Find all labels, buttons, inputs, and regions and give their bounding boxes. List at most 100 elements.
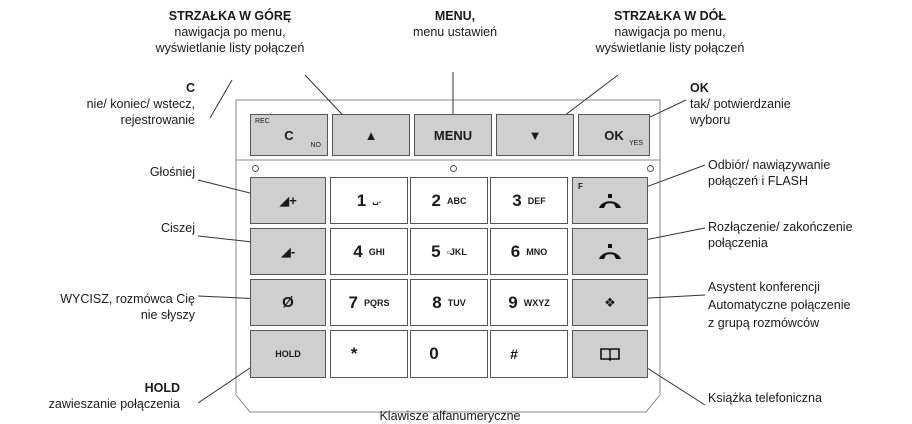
phonebook-icon [600, 348, 620, 361]
label-quieter-text: Ciszej [160, 221, 195, 235]
label-mute-text: WYCISZ, rozmówca Cię nie słyszy [60, 292, 195, 322]
conference-key[interactable]: ❖ [572, 279, 648, 326]
label-phonebook: Książka telefoniczna [708, 390, 908, 406]
c-key-label: C [284, 127, 294, 143]
menu-key[interactable]: MENU [414, 114, 492, 156]
label-conference: Asystent konferencji Automatyczne połącz… [708, 278, 908, 332]
label-ok: OK tak/ potwierdzanie wyboru [690, 80, 890, 128]
key-6-letters: MNO [526, 246, 548, 257]
key-5-digit: 5 [431, 241, 441, 261]
mute-key[interactable]: Ø [250, 279, 326, 326]
label-arrow-down-title: STRZAŁKA W DÓŁ [613, 9, 727, 23]
key-9-digit: 9 [508, 292, 518, 312]
conference-icon: ❖ [604, 294, 616, 310]
key-1-letters: ␣. [372, 195, 382, 205]
mute-icon: Ø [282, 294, 294, 311]
indicator-dot-right [647, 165, 654, 172]
flash-f-label: F [578, 182, 583, 191]
key-2-letters: ABC [446, 195, 467, 206]
label-arrow-down: STRZAŁKA W DÓŁ nawigacja po menu, wyświe… [565, 8, 775, 56]
key-2-digit: 2 [431, 190, 441, 210]
indicator-dot-left [252, 165, 259, 172]
arrow-down-icon: ▼ [528, 127, 542, 143]
key-6-digit: 6 [510, 241, 521, 261]
label-arrow-up: STRZAŁKA W GÓRĘ nawigacja po menu, wyświ… [140, 8, 320, 56]
key-7-digit: 7 [348, 292, 358, 312]
pickup-flash-key[interactable]: F [572, 177, 648, 224]
key-8-letters: TUV [447, 297, 466, 308]
label-conference-text: Asystent konferencji Automatyczne połącz… [708, 280, 851, 330]
hangup-key[interactable] [572, 228, 648, 275]
handset-pickup-icon [599, 193, 621, 208]
key-4-digit: 4 [353, 241, 363, 261]
key-star-symbol: * [350, 344, 358, 363]
menu-key-label: MENU [433, 127, 473, 143]
label-hangup-text: Rozłączenie/ zakończenie połączenia [708, 220, 853, 250]
handset-hangup-icon [599, 243, 621, 259]
hold-key-label: HOLD [275, 349, 301, 359]
phonebook-key[interactable] [572, 330, 648, 378]
label-phonebook-text: Książka telefoniczna [708, 391, 822, 405]
key-5[interactable]: 5 ▫JKL [410, 228, 488, 275]
ok-key[interactable]: OK YES [578, 114, 650, 156]
key-hash-symbol: # [510, 346, 518, 362]
label-louder-text: Głośniej [149, 165, 195, 179]
label-menu-desc: menu ustawień [412, 25, 498, 39]
arrow-up-icon: ▲ [364, 127, 378, 143]
label-pickup-text: Odbiór/ nawiązywanie połączeń i FLASH [708, 158, 831, 188]
key-9-letters: WXYZ [523, 297, 550, 308]
label-mute: WYCISZ, rozmówca Cię nie słyszy [10, 291, 195, 323]
key-4-letters: GHI [368, 246, 385, 257]
label-menu-title: MENU, [434, 9, 476, 23]
c-key-no-label: NO [310, 142, 322, 149]
key-0-digit: 0 [429, 344, 439, 363]
label-arrow-up-desc: nawigacja po menu, wyświetlanie listy po… [155, 25, 305, 55]
key-5-letters: ▫JKL [446, 246, 467, 257]
key-9[interactable]: 9 WXYZ [490, 279, 568, 326]
label-arrow-down-desc: nawigacja po menu, wyświetlanie listy po… [595, 25, 745, 55]
label-pickup: Odbiór/ nawiązywanie połączeń i FLASH [708, 157, 908, 189]
label-c: C nie/ koniec/ wstecz, rejestrowanie [20, 80, 195, 128]
key-7[interactable]: 7 PQRS [330, 279, 408, 326]
label-c-desc: nie/ koniec/ wstecz, rejestrowanie [86, 97, 195, 127]
label-louder: Głośniej [20, 164, 195, 180]
key-1[interactable]: 1 ␣. [330, 177, 408, 224]
key-hash[interactable]: # [490, 330, 568, 378]
hold-key[interactable]: HOLD [250, 330, 326, 378]
label-hold: HOLD zawieszanie połączenia [10, 380, 180, 412]
volume-down-key[interactable]: ◢- [250, 228, 326, 275]
label-alphanumeric-text: Klawisze alfanumeryczne [379, 409, 521, 423]
label-ok-desc: tak/ potwierdzanie wyboru [690, 97, 791, 127]
volume-up-icon: ◢+ [279, 192, 297, 208]
label-hold-desc: zawieszanie połączenia [48, 397, 180, 411]
arrow-down-key[interactable]: ▼ [496, 114, 574, 156]
label-ok-title: OK [690, 81, 709, 95]
key-3-letters: DEF [527, 195, 546, 206]
label-c-title: C [185, 81, 195, 95]
key-3-digit: 3 [512, 190, 522, 210]
label-hangup: Rozłączenie/ zakończenie połączenia [708, 219, 908, 251]
label-menu: MENU, menu ustawień [375, 8, 535, 40]
key-3[interactable]: 3 DEF [490, 177, 568, 224]
key-8-digit: 8 [432, 292, 442, 312]
label-alphanumeric: Klawisze alfanumeryczne [330, 408, 570, 424]
c-key[interactable]: REC C NO [250, 114, 328, 156]
ok-key-yes-label: YES [628, 140, 643, 147]
key-8[interactable]: 8 TUV [410, 279, 488, 326]
label-hold-title: HOLD [144, 381, 180, 395]
key-6[interactable]: 6 MNO [490, 228, 568, 275]
arrow-up-key[interactable]: ▲ [332, 114, 410, 156]
indicator-dot-center [450, 165, 457, 172]
c-key-rec-label: REC [255, 118, 270, 125]
key-2[interactable]: 2 ABC [410, 177, 488, 224]
label-arrow-up-title: STRZAŁKA W GÓRĘ [168, 9, 292, 23]
label-quieter: Ciszej [20, 220, 195, 236]
ok-key-label: OK [604, 127, 624, 143]
key-1-digit: 1 [356, 190, 367, 210]
key-7-letters: PQRS [363, 297, 390, 308]
key-star[interactable]: * [330, 330, 408, 378]
volume-down-icon: ◢- [280, 243, 296, 259]
key-0[interactable]: 0 [410, 330, 488, 378]
volume-up-key[interactable]: ◢+ [250, 177, 326, 224]
key-4[interactable]: 4 GHI [330, 228, 408, 275]
